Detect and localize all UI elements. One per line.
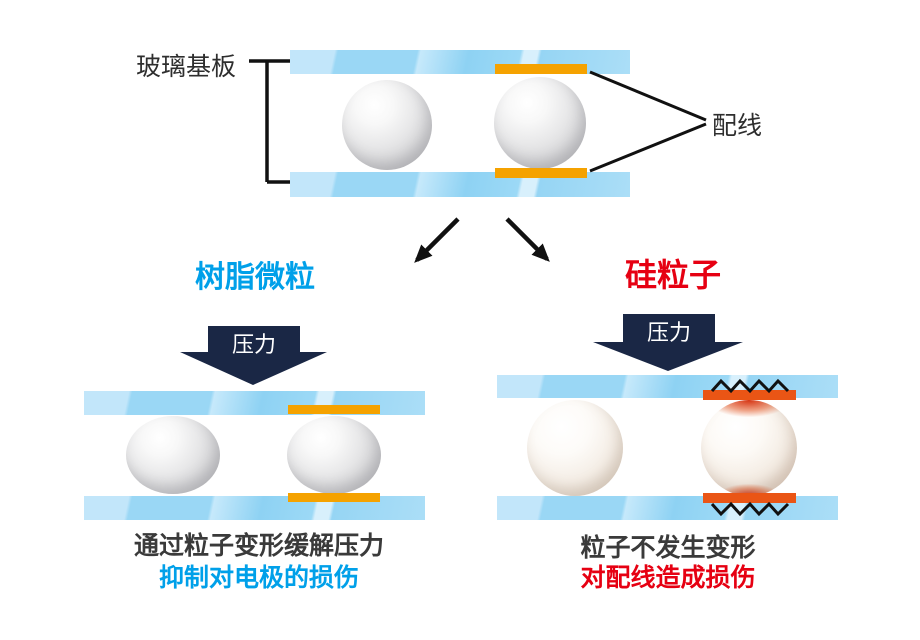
pressure-label-right: 压力: [646, 321, 691, 346]
right-caption-line1: 粒子不发生变形: [580, 533, 756, 562]
wiring-electrode: [288, 405, 380, 414]
left-caption-line1: 通过粒子变形缓解压力: [133, 531, 384, 560]
branch-arrow-right: [505, 217, 550, 262]
wiring-electrode: [288, 493, 380, 502]
rigid-particle: [527, 400, 623, 496]
wiring-electrode: [495, 168, 587, 178]
deformed-particle: [287, 416, 381, 494]
resin-particle-title: 树脂微粒: [195, 260, 315, 295]
wiring-electrode: [495, 64, 587, 74]
damaged-wiring-electrode: [703, 493, 796, 503]
branch-arrows: [414, 217, 550, 263]
glass-substrate-label: 玻璃基板: [136, 52, 237, 81]
glass-label-bracket: [249, 59, 290, 184]
wiring-label: 配线: [712, 111, 763, 140]
left-caption-line2: 抑制对电极的损伤: [158, 563, 359, 592]
damaged-wiring-electrode: [703, 390, 796, 400]
stressed-particle: [701, 400, 797, 496]
wiring-pointer-lines: [589, 70, 707, 173]
right-caption-line2: 对配线造成损伤: [580, 563, 756, 592]
silicon-particle-title: 硅粒子: [624, 256, 721, 294]
particle-sphere: [494, 77, 586, 169]
pressure-label-left: 压力: [231, 333, 276, 358]
particle-sphere: [342, 80, 432, 170]
branch-arrow-left: [414, 217, 460, 263]
deformed-particle: [126, 416, 220, 494]
